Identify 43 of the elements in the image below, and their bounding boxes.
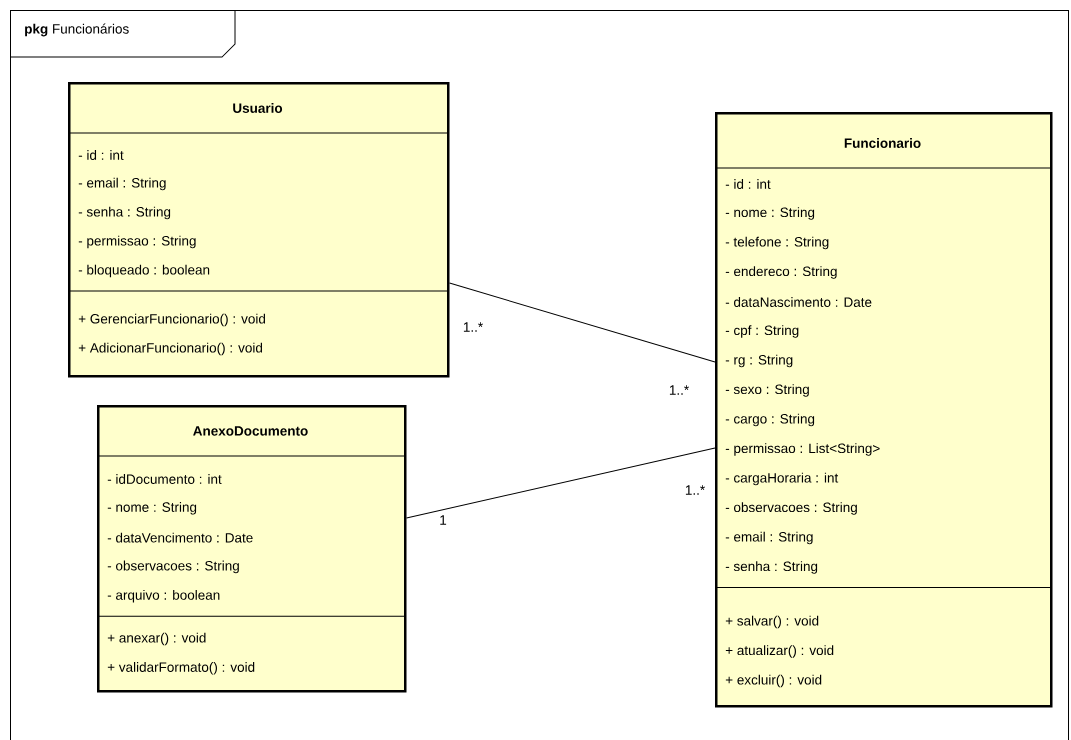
class-box <box>714 112 1053 708</box>
attribute-text: - nome : String <box>725 207 815 220</box>
attribute-text: - cargo : String <box>725 413 815 427</box>
method-text: + atualizar() : void <box>725 645 834 658</box>
class-name: AnexoDocumento <box>193 426 308 436</box>
attribute-text: - id : int <box>78 150 124 160</box>
attribute-text: - observacoes : String <box>725 502 857 515</box>
attribute-text: - observacoes : String <box>107 560 239 574</box>
class-box <box>96 405 407 693</box>
multiplicity-label: 1..* <box>463 322 483 332</box>
method-text: + anexar() : void <box>107 632 206 646</box>
class-name: Usuario <box>233 103 283 113</box>
attribute-text: - email : String <box>78 177 166 191</box>
attribute-text: - dataVencimento : Date <box>107 532 253 543</box>
attribute-text: - senha : String <box>78 206 171 220</box>
method-text: + AdicionarFuncionario() : void <box>78 342 262 356</box>
multiplicity-label: 1 <box>440 515 447 525</box>
multiplicity-label: 1..* <box>669 385 689 395</box>
package-name: pkg Funcionários <box>25 23 129 37</box>
class-name: Funcionario <box>844 138 921 148</box>
association-line <box>406 447 716 519</box>
attribute-text: - arquivo : boolean <box>107 589 220 603</box>
association-line <box>449 282 716 363</box>
attribute-text: - permissao : String <box>78 235 196 249</box>
attribute-text: - permissao : List<String> <box>725 443 880 456</box>
method-text: + salvar() : void <box>725 615 819 629</box>
class-box <box>67 82 450 378</box>
attribute-text: - rg : String <box>725 354 793 368</box>
attribute-text: - bloqueado : boolean <box>78 264 210 278</box>
attribute-text: - senha : String <box>725 561 818 574</box>
attribute-text: - dataNascimento : Date <box>725 297 872 307</box>
attribute-text: - idDocumento : int <box>107 474 222 484</box>
attribute-text: - id : int <box>725 179 771 189</box>
attribute-text: - email : String <box>725 531 813 545</box>
attribute-text: - sexo : String <box>725 384 809 397</box>
attribute-text: - cpf : String <box>725 325 799 338</box>
method-text: + excluir() : void <box>725 674 822 688</box>
method-text: + validarFormato() : void <box>107 662 255 675</box>
attribute-text: - telefone : String <box>725 236 829 250</box>
method-text: + GerenciarFuncionario() : void <box>78 313 265 327</box>
attribute-text: - cargaHoraria : int <box>725 472 839 486</box>
attribute-text: - nome : String <box>107 502 197 515</box>
attribute-text: - endereco : String <box>725 266 837 279</box>
